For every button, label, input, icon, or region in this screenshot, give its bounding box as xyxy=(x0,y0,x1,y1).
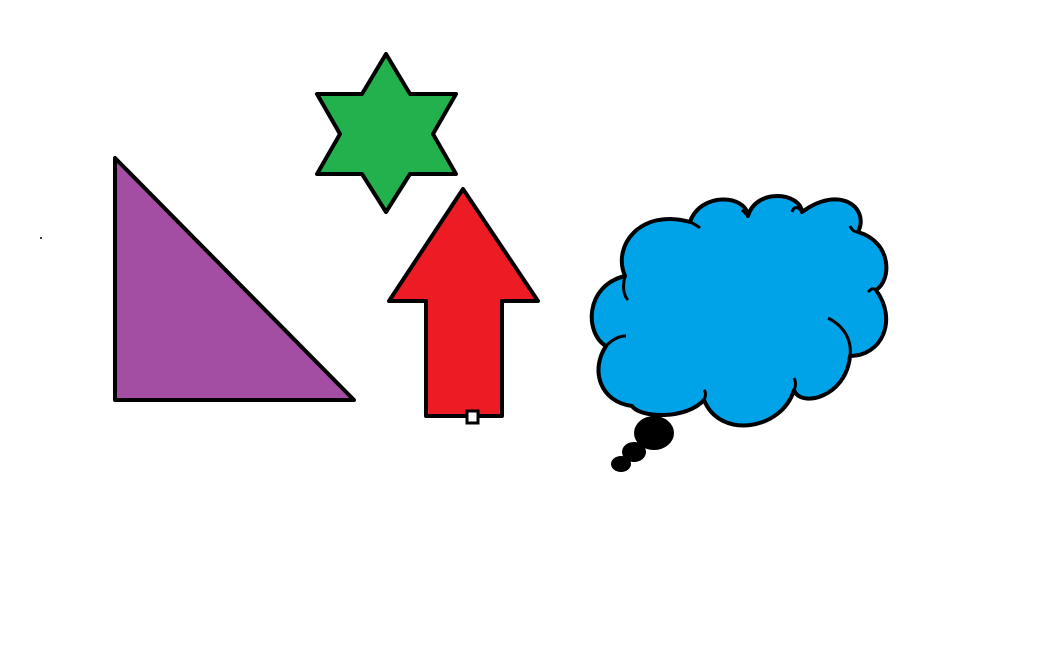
purple-triangle xyxy=(113,156,356,402)
blue-cloud xyxy=(589,194,889,428)
bubble-large xyxy=(634,416,674,450)
stray-dot xyxy=(40,237,42,239)
cloud-bump-line xyxy=(790,206,804,213)
green-star xyxy=(315,52,458,214)
cloud-bump-line xyxy=(827,316,852,357)
bubble-medium xyxy=(622,442,646,462)
arrow-notch xyxy=(465,409,480,425)
cloud-bump-line xyxy=(866,287,878,294)
cloud-bump-line xyxy=(848,225,859,234)
cloud-bump-line xyxy=(604,334,627,348)
cloud-bump-line xyxy=(792,377,797,391)
red-arrow xyxy=(387,187,540,418)
cloud-bump-line xyxy=(622,275,630,302)
cloud-bump-line xyxy=(702,388,707,401)
bubble-small xyxy=(611,456,631,472)
cloud-bump-line xyxy=(689,220,702,230)
cloud-bump-line xyxy=(740,208,750,218)
thought-bubbles xyxy=(611,416,674,472)
